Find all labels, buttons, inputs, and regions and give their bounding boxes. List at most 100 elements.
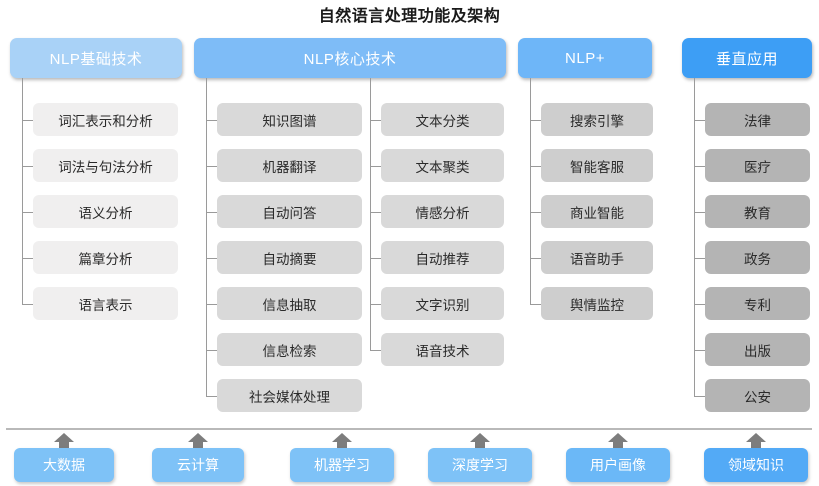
item-label: 情感分析 xyxy=(415,205,470,221)
connector-branch xyxy=(370,303,381,305)
item-box[interactable]: 知识图谱 xyxy=(217,103,362,136)
connector-branch xyxy=(206,303,217,305)
connector-branch xyxy=(530,257,541,259)
item-box[interactable]: 公安 xyxy=(705,379,810,412)
item-box[interactable]: 自动推荐 xyxy=(381,241,504,274)
item-box[interactable]: 出版 xyxy=(705,333,810,366)
item-box[interactable]: 专利 xyxy=(705,287,810,320)
item-label: 公安 xyxy=(744,389,771,405)
item-label: 出版 xyxy=(744,343,771,359)
item-label: 智能客服 xyxy=(570,159,624,175)
item-label: 搜索引擎 xyxy=(570,113,624,129)
connector-branch xyxy=(22,211,33,213)
item-label: 知识图谱 xyxy=(262,113,317,129)
column-header-label: NLP核心技术 xyxy=(303,50,397,68)
item-box[interactable]: 语音助手 xyxy=(541,241,653,274)
item-box[interactable]: 语言表示 xyxy=(33,287,178,320)
column-header-nlp-basic[interactable]: NLP基础技术 xyxy=(10,38,182,78)
connector-branch xyxy=(530,165,541,167)
foundation-label: 机器学习 xyxy=(314,457,370,473)
page-title: 自然语言处理功能及架构 xyxy=(318,8,501,25)
column-header-vertical-app[interactable]: 垂直应用 xyxy=(682,38,812,78)
item-box[interactable]: 智能客服 xyxy=(541,149,653,182)
item-box[interactable]: 自动问答 xyxy=(217,195,362,228)
item-label: 语音助手 xyxy=(570,251,624,267)
item-box[interactable]: 语音技术 xyxy=(381,333,504,366)
item-box[interactable]: 社会媒体处理 xyxy=(217,379,362,412)
connector-branch xyxy=(206,257,217,259)
foundation-label: 大数据 xyxy=(43,457,85,473)
column-header-label: NLP基础技术 xyxy=(49,50,143,68)
item-label: 篇章分析 xyxy=(78,251,133,267)
connector-branch xyxy=(370,349,381,351)
connector-branch xyxy=(370,119,381,121)
item-label: 机器翻译 xyxy=(262,159,317,175)
item-box[interactable]: 商业智能 xyxy=(541,195,653,228)
connector-branch xyxy=(694,303,705,305)
connector-branch xyxy=(22,119,33,121)
connector-branch xyxy=(694,349,705,351)
connector-branch xyxy=(694,165,705,167)
foundation-label: 领域知识 xyxy=(728,457,784,473)
connector-branch xyxy=(530,211,541,213)
foundation-divider xyxy=(6,428,812,430)
item-box[interactable]: 医疗 xyxy=(705,149,810,182)
connector-branch xyxy=(530,303,541,305)
connector-branch xyxy=(206,119,217,121)
item-box[interactable]: 篇章分析 xyxy=(33,241,178,274)
item-box[interactable]: 文本聚类 xyxy=(381,149,504,182)
item-label: 教育 xyxy=(744,205,771,221)
item-box[interactable]: 舆情监控 xyxy=(541,287,653,320)
item-box[interactable]: 语义分析 xyxy=(33,195,178,228)
item-label: 商业智能 xyxy=(570,205,624,221)
connector-branch xyxy=(530,119,541,121)
item-label: 词汇表示和分析 xyxy=(58,113,153,129)
column-header-nlp-core[interactable]: NLP核心技术 xyxy=(194,38,506,78)
connector-trunk xyxy=(206,78,207,396)
item-label: 自动摘要 xyxy=(262,251,317,267)
connector-branch xyxy=(370,257,381,259)
item-box[interactable]: 文字识别 xyxy=(381,287,504,320)
item-box[interactable]: 机器翻译 xyxy=(217,149,362,182)
foundation-pill[interactable]: 深度学习 xyxy=(428,448,532,482)
column-header-label: NLP+ xyxy=(565,49,605,67)
item-label: 语义分析 xyxy=(78,205,133,221)
item-label: 语音技术 xyxy=(415,343,470,359)
foundation-pill[interactable]: 领域知识 xyxy=(704,448,808,482)
item-box[interactable]: 词法与句法分析 xyxy=(33,149,178,182)
item-label: 医疗 xyxy=(744,159,771,175)
item-box[interactable]: 词汇表示和分析 xyxy=(33,103,178,136)
connector-trunk xyxy=(370,78,371,350)
foundation-label: 用户画像 xyxy=(590,457,646,473)
connector-trunk xyxy=(22,78,23,304)
connector-trunk xyxy=(530,78,531,304)
foundation-label: 云计算 xyxy=(177,457,219,473)
column-header-label: 垂直应用 xyxy=(715,50,778,68)
foundation-pill[interactable]: 机器学习 xyxy=(290,448,394,482)
item-box[interactable]: 教育 xyxy=(705,195,810,228)
item-box[interactable]: 政务 xyxy=(705,241,810,274)
connector-branch xyxy=(22,303,33,305)
connector-branch xyxy=(22,165,33,167)
connector-branch xyxy=(206,211,217,213)
foundation-pill[interactable]: 大数据 xyxy=(14,448,114,482)
item-label: 文本分类 xyxy=(415,113,470,129)
item-box[interactable]: 文本分类 xyxy=(381,103,504,136)
item-box[interactable]: 自动摘要 xyxy=(217,241,362,274)
item-label: 舆情监控 xyxy=(570,297,624,313)
connector-branch xyxy=(694,257,705,259)
item-box[interactable]: 信息检索 xyxy=(217,333,362,366)
item-box[interactable]: 搜索引擎 xyxy=(541,103,653,136)
item-box[interactable]: 法律 xyxy=(705,103,810,136)
foundation-pill[interactable]: 云计算 xyxy=(152,448,244,482)
item-label: 信息抽取 xyxy=(262,297,317,313)
item-box[interactable]: 信息抽取 xyxy=(217,287,362,320)
connector-trunk xyxy=(694,78,695,396)
column-header-nlp-plus[interactable]: NLP+ xyxy=(518,38,652,78)
foundation-pill[interactable]: 用户画像 xyxy=(566,448,670,482)
connector-branch xyxy=(206,349,217,351)
connector-branch xyxy=(694,211,705,213)
item-label: 文字识别 xyxy=(415,297,470,313)
item-box[interactable]: 情感分析 xyxy=(381,195,504,228)
